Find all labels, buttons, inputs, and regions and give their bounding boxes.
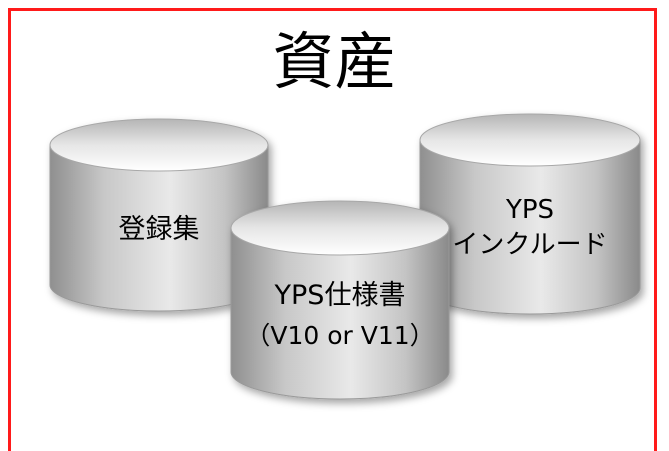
cylinder-label-yps-spec: YPS仕様書	[274, 280, 406, 311]
cylinder-label-version: （V10 or V11）	[245, 321, 434, 350]
cylinder-registration-set	[49, 118, 269, 312]
frame-border	[8, 8, 657, 451]
cylinder-label-include: インクルード	[452, 230, 607, 260]
page-title: 資産	[272, 25, 397, 98]
cylinder-yps-specification	[230, 200, 450, 400]
cylinder-label-yps: YPS	[505, 195, 554, 225]
cylinder-label-registration-set: 登録集	[119, 214, 200, 245]
cylinder-yps-include	[419, 113, 641, 315]
